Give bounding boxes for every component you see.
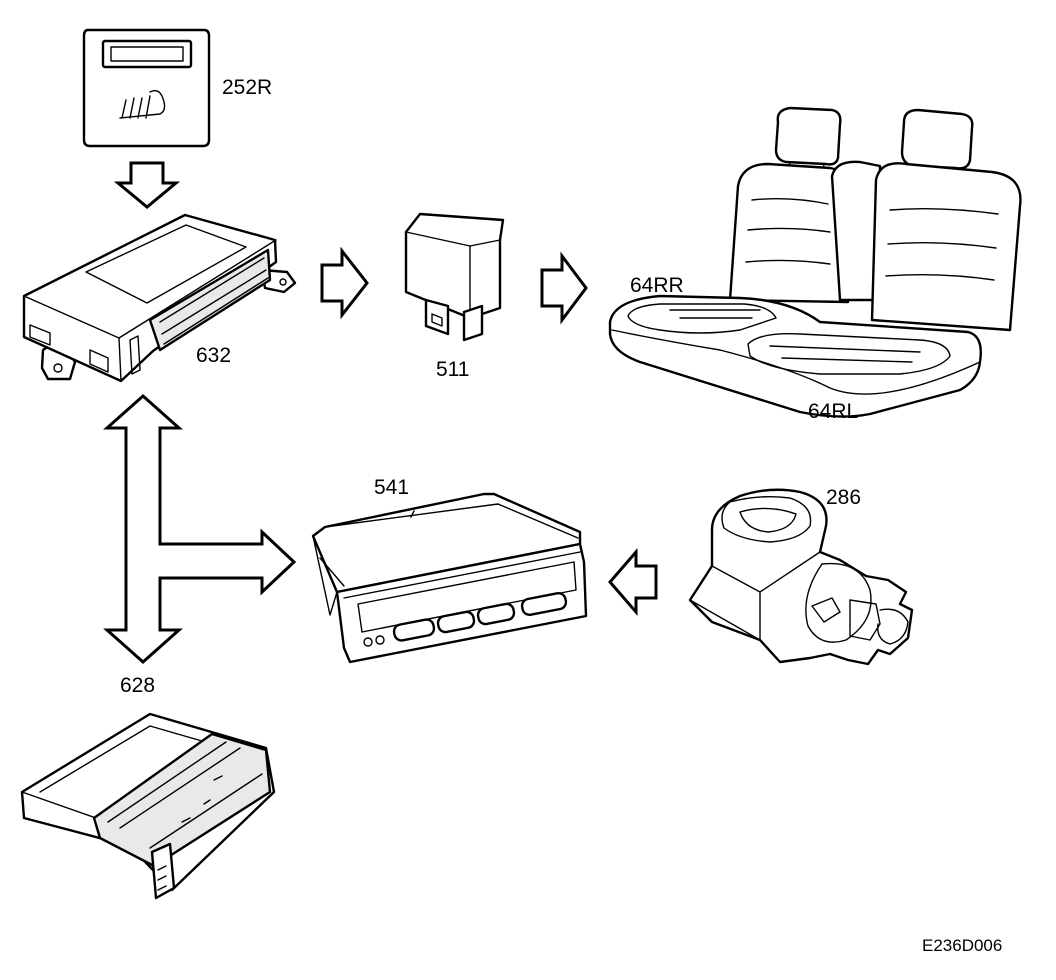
figure-code: E236D006 <box>922 936 1002 955</box>
heated-seat-switch <box>82 28 211 148</box>
label-252r: 252R <box>222 76 272 99</box>
arrow-switch-to-module <box>113 161 181 209</box>
relay <box>404 212 505 342</box>
label-64rl: 64RL <box>808 400 858 423</box>
rear-seat <box>608 106 1022 418</box>
control-unit <box>20 712 276 900</box>
arrow-module-display-unit <box>103 393 297 665</box>
display-panel <box>311 492 588 664</box>
label-64rr: 64RR <box>630 274 684 297</box>
label-632: 632 <box>196 344 231 367</box>
arrow-relay-to-seat <box>540 251 588 325</box>
control-module <box>22 213 297 383</box>
label-511: 511 <box>436 358 469 381</box>
ignition-switch <box>688 488 914 666</box>
arrow-module-to-relay <box>320 246 369 320</box>
label-628: 628 <box>120 674 155 697</box>
arrow-switch-to-display <box>608 547 658 617</box>
label-286: 286 <box>826 486 861 509</box>
label-541: 541 <box>374 476 409 499</box>
